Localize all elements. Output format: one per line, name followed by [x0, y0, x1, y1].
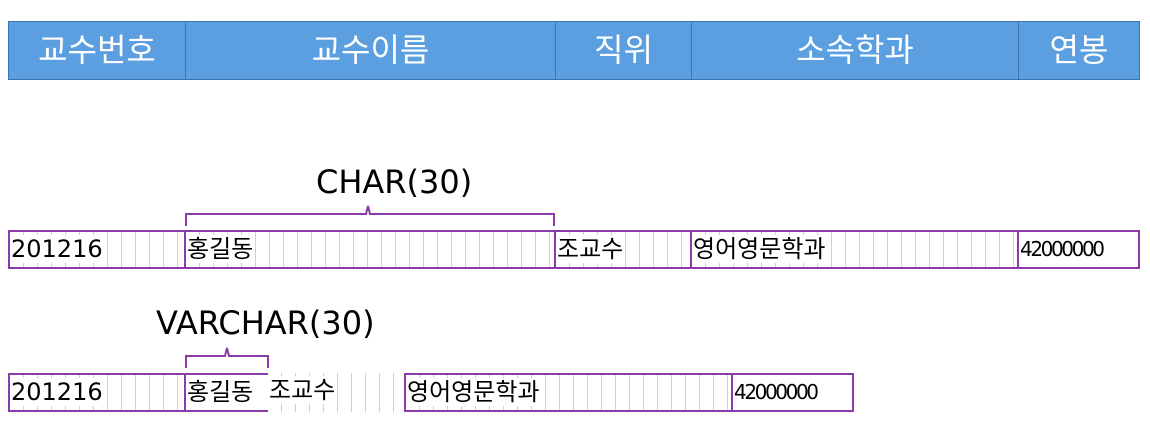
char-label: CHAR(30) [316, 163, 473, 201]
table-header: 교수번호 교수이름 직위 소속학과 연봉 [8, 21, 1140, 80]
char-cell-salary: 42000000 [1017, 230, 1140, 269]
varchar-label: VARCHAR(30) [156, 304, 375, 342]
header-professor-id: 교수번호 [8, 21, 186, 80]
char-cell-position: 조교수 [554, 230, 692, 269]
char-cell-department: 영어영문학과 [690, 230, 1019, 269]
char-cell-professor-id: 201216 [8, 230, 186, 269]
char-cell-professor-name: 홍길동 [184, 230, 556, 269]
header-department: 소속학과 [691, 21, 1019, 80]
header-salary: 연봉 [1018, 21, 1140, 80]
varchar-cell-professor-id: 201216 [8, 373, 186, 412]
varchar-cell-salary: 42000000 [731, 373, 854, 412]
header-position: 직위 [555, 21, 692, 80]
varchar-cell-department: 영어영문학과 [404, 373, 733, 412]
header-professor-name: 교수이름 [185, 21, 556, 80]
varchar-data-row: 201216 홍길동 조교수 영어영문학과 42000000 [8, 373, 854, 412]
varchar-cell-position: 조교수 [268, 373, 406, 412]
varchar-cell-professor-name: 홍길동 [184, 373, 270, 412]
char-data-row: 201216 홍길동 조교수 영어영문학과 42000000 [8, 230, 1140, 269]
